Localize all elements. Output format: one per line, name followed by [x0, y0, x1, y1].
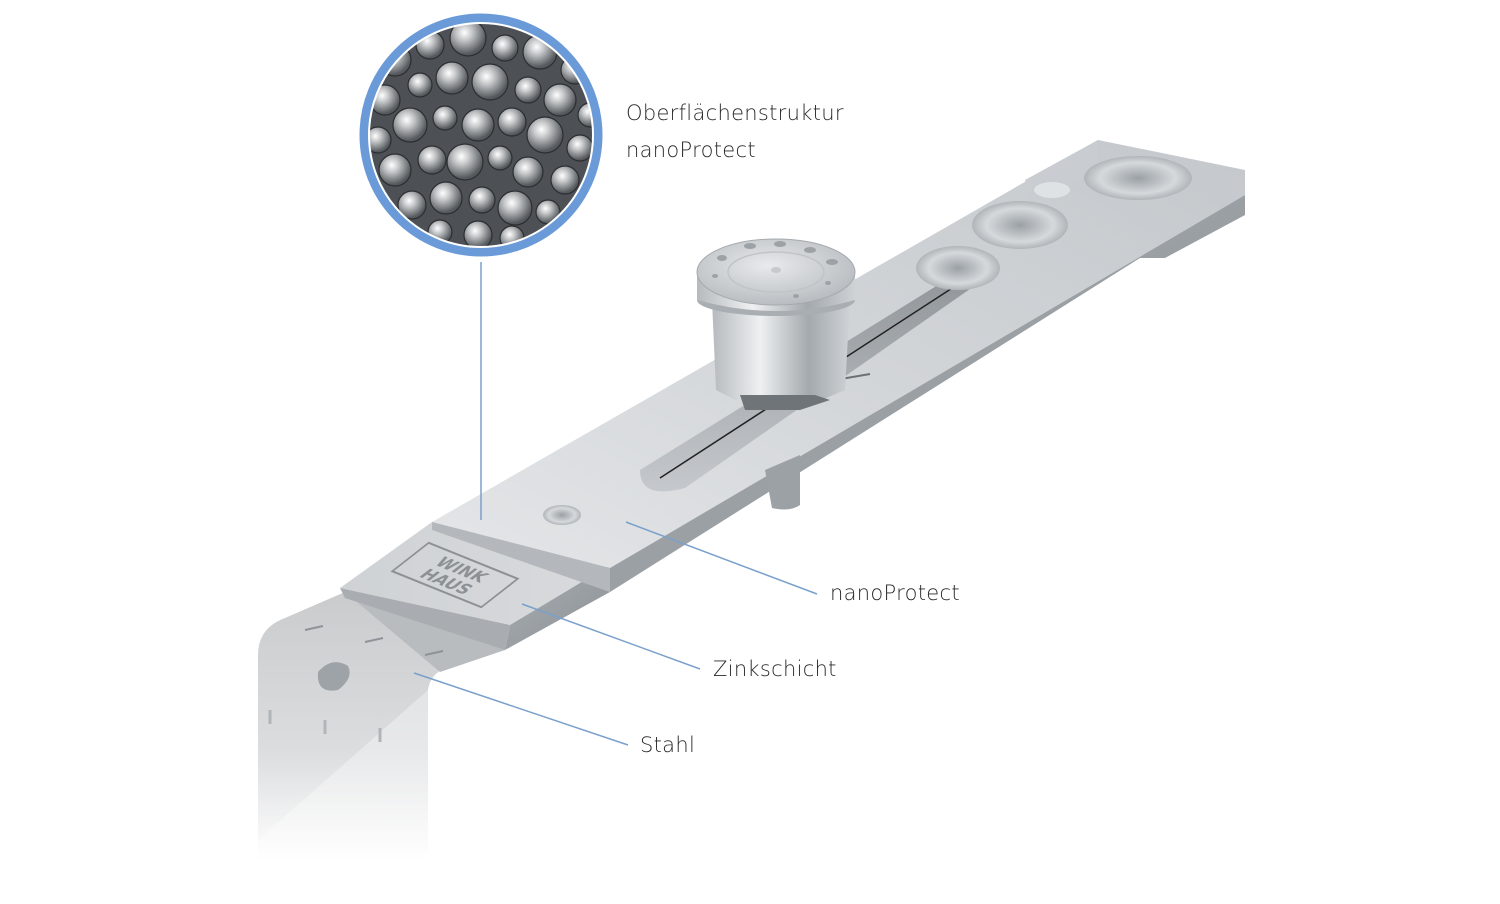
leader-line-stahl	[413, 672, 629, 746]
roller-cam	[696, 238, 856, 410]
leader-line-nanoprotect	[625, 521, 818, 595]
magnifier-caption-line2: nanoProtect	[626, 138, 756, 162]
callout-zinkschicht: Zinkschicht	[713, 657, 837, 681]
leader-line-zinkschicht	[521, 603, 701, 670]
steel-profile	[258, 592, 505, 860]
leader-lines	[413, 262, 818, 746]
zinc-layer: WINK HAUS	[340, 522, 610, 650]
magnifier-circle	[359, 13, 603, 257]
magnifier-caption-line1: Oberflächenstruktur	[626, 101, 844, 125]
callout-nanoprotect: nanoProtect	[830, 581, 960, 605]
callout-stahl: Stahl	[640, 733, 696, 757]
